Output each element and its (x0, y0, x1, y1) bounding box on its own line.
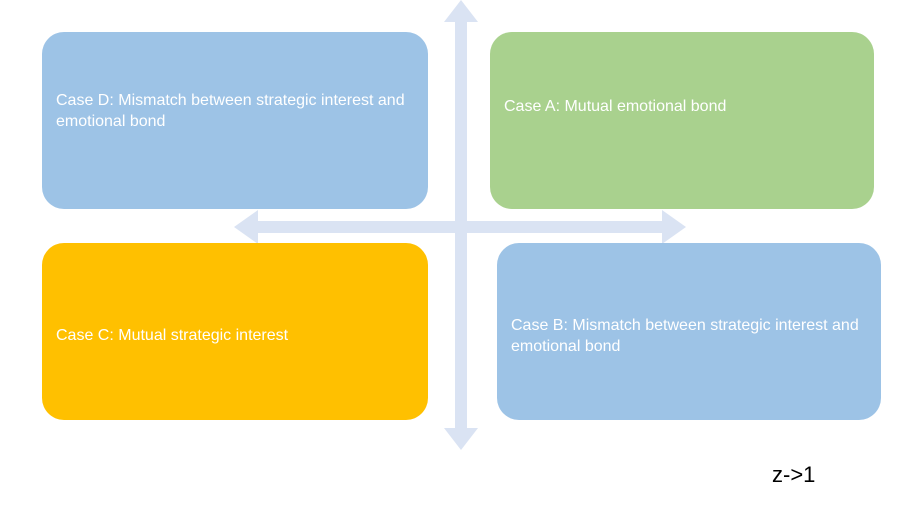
case-c-label: Case C: Mutual strategic interest (56, 327, 289, 344)
quadrant-case-b: Case B: Mismatch between strategic inter… (497, 243, 881, 420)
case-b-label: Case B: Mismatch between strategic inter… (511, 316, 859, 355)
case-d-label: Case D: Mismatch between strategic inter… (56, 91, 405, 130)
quadrant-case-c: Case C: Mutual strategic interest (42, 243, 428, 420)
case-a-label: Case A: Mutual emotional bond (504, 98, 727, 115)
quadrant-case-d: Case D: Mismatch between strategic inter… (42, 32, 428, 209)
horizontal-axis-double-arrow (234, 210, 686, 244)
footnote: z->1 (772, 462, 816, 487)
quadrant-case-a: Case A: Mutual emotional bond (490, 32, 874, 209)
